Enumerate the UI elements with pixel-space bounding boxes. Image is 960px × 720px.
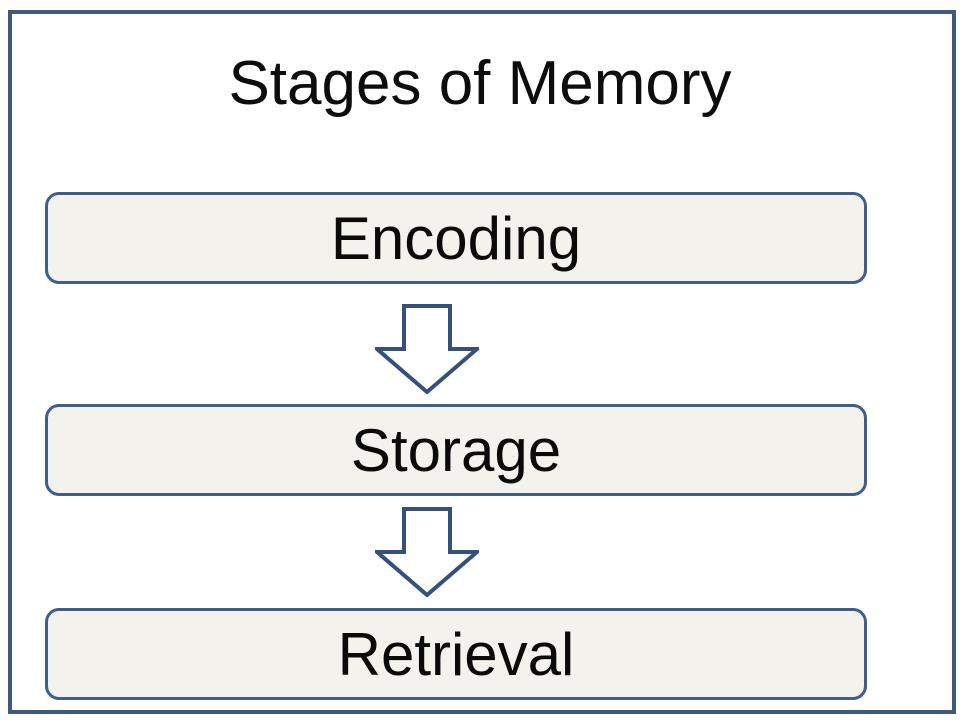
down-arrow-icon [375, 304, 479, 394]
page-title: Stages of Memory [228, 49, 732, 118]
stage-box-storage: Storage [45, 404, 867, 496]
stage-label-retrieval: Retrieval [337, 620, 575, 688]
stage-box-encoding: Encoding [45, 192, 867, 284]
stage-label-storage: Storage [350, 416, 562, 484]
stage-label-encoding: Encoding [330, 204, 582, 272]
slide-frame-border [8, 10, 956, 714]
stage-box-retrieval: Retrieval [45, 608, 867, 700]
down-arrow-icon [375, 507, 479, 597]
